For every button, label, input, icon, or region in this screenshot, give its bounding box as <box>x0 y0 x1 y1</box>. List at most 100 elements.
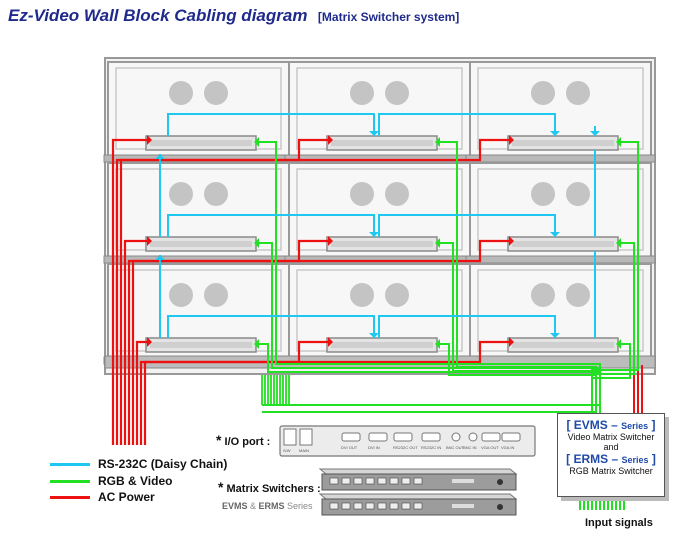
cable-arrow <box>254 238 259 248</box>
io-main-port <box>299 428 313 446</box>
switcher-button <box>389 477 399 485</box>
io-connector-port <box>501 432 521 442</box>
display-block <box>465 61 656 164</box>
cable-arrow <box>254 339 259 349</box>
cables <box>111 113 643 510</box>
input-signals-label: Input signals <box>585 517 653 529</box>
io-port-label: * I/O port : <box>216 432 270 448</box>
rs232-cable <box>378 214 556 237</box>
speaker-left <box>350 283 374 307</box>
switcher-button <box>377 477 387 485</box>
io-connector-port <box>481 432 501 442</box>
speaker-right <box>566 81 590 105</box>
switcher-button <box>377 502 387 510</box>
speaker-right <box>385 81 409 105</box>
legend-swatch-rs232 <box>50 463 90 467</box>
io-port-caption: RS232C OUT <box>393 445 418 450</box>
cable-arrow <box>509 135 514 145</box>
io-connector-port <box>421 432 441 442</box>
cable-arrow <box>435 137 440 147</box>
cable-arrow <box>254 137 259 147</box>
rgb-video-cable <box>591 343 631 470</box>
legend-label-ac-power: AC Power <box>98 490 155 504</box>
connector-slot <box>150 241 252 247</box>
erms-description: RGB Matrix Switcher <box>569 466 653 476</box>
io-connector-port <box>393 432 413 442</box>
title-subtitle: [Matrix Switcher system] <box>317 10 460 24</box>
speaker-left <box>350 182 374 206</box>
speaker-left <box>531 81 555 105</box>
switcher-button <box>389 502 399 510</box>
switcher-button <box>329 502 339 510</box>
rs232-cable <box>167 113 375 136</box>
matrix-switchers-label: * Matrix Switchers : <box>218 479 321 495</box>
switcher-label-plate <box>452 504 474 508</box>
speaker-right <box>385 283 409 307</box>
evms-description: Video Matrix Switcher <box>567 432 655 442</box>
io-bnc-port <box>468 432 478 442</box>
connector-slot <box>512 241 614 247</box>
ac-power-cable <box>119 138 510 445</box>
cable-arrow <box>435 339 440 349</box>
speaker-right <box>385 182 409 206</box>
cable-arrow <box>328 135 333 145</box>
cable-arrow <box>550 232 560 237</box>
cable-arrow <box>369 333 379 338</box>
switcher-power-led <box>497 504 503 510</box>
switcher-button <box>365 477 375 485</box>
connector-slot <box>150 342 252 348</box>
speaker-right <box>204 182 228 206</box>
switcher-button <box>365 502 375 510</box>
switcher-button <box>401 477 411 485</box>
cable-arrow <box>155 154 165 159</box>
cable-arrow <box>616 238 621 248</box>
and-text: and <box>603 442 619 452</box>
matrix-switcher-unit <box>318 493 518 516</box>
cable-arrow <box>328 236 333 246</box>
cable-arrow <box>616 137 621 147</box>
legend-item-ac-power: AC Power <box>50 490 155 504</box>
switcher-top <box>318 468 518 475</box>
io-port-label-text: I/O port : <box>224 436 271 448</box>
io-connector-port <box>368 432 388 442</box>
speaker-left <box>531 182 555 206</box>
cable-arrow <box>147 135 152 145</box>
speaker-left <box>531 283 555 307</box>
rs232-cable <box>167 214 375 237</box>
connector-slot <box>512 342 614 348</box>
erms-series-heading: [ ERMS – Series ] <box>566 452 656 466</box>
asterisk: * <box>218 479 224 495</box>
display-block <box>284 61 475 164</box>
cable-arrow <box>509 337 514 347</box>
rs232-cable <box>378 113 556 136</box>
cable-arrow <box>369 131 379 136</box>
io-port-caption: VGA OUT <box>481 445 499 450</box>
cable-arrow <box>590 131 600 136</box>
cable-arrow <box>369 232 379 237</box>
matrix-series-text: EVMS & ERMS Series <box>222 501 313 511</box>
display-block <box>465 263 656 366</box>
display-block <box>284 162 475 265</box>
speaker-left <box>169 283 193 307</box>
ac-power-cable <box>111 138 148 445</box>
cable-arrow <box>616 339 621 349</box>
cable-arrow <box>328 337 333 347</box>
cable-arrow <box>147 337 152 347</box>
speaker-right <box>204 81 228 105</box>
switcher-button <box>413 477 423 485</box>
display-block <box>103 61 294 164</box>
matrix-switchers-label-text: Matrix Switchers : <box>226 483 321 495</box>
io-connector-port <box>341 432 361 442</box>
legend-item-rgb-video: RGB & Video <box>50 474 172 488</box>
display-block <box>284 263 475 366</box>
matrix-switcher-units <box>318 468 518 516</box>
io-switch-port <box>283 428 297 446</box>
speaker-left <box>350 81 374 105</box>
title-main: Ez-Video Wall Block Cabling diagram <box>8 6 308 25</box>
asterisk: * <box>216 432 222 448</box>
switcher-label-plate <box>452 479 474 483</box>
io-port-caption: S/W <box>283 448 291 453</box>
io-port-caption: RS232C IN <box>421 445 441 450</box>
